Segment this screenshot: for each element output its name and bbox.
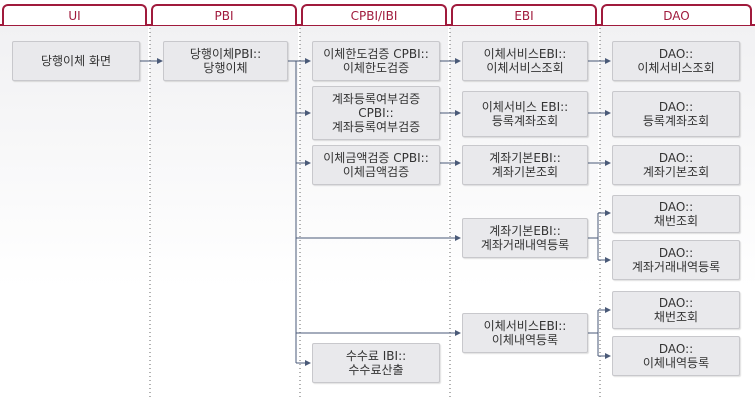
lane-header-ebi: EBI	[451, 4, 597, 25]
cpbi-limit-box: 이체한도검증 CPBI:: 이체한도검증	[312, 41, 440, 81]
pbi-transfer-label: 당행이체PBI:: 당행이체	[189, 47, 262, 75]
lane-header-rule	[0, 24, 755, 26]
lane-header-pbi: PBI	[151, 4, 297, 25]
dao-service-inquiry-label: DAO:: 이체서비스조회	[637, 47, 715, 75]
ebi-account-txn-box: 계좌기본EBI:: 계좌거래내역등록	[462, 218, 588, 258]
ebi-account-basic-label: 계좌기본EBI:: 계좌기본조회	[489, 151, 561, 179]
lane-header-dao: DAO	[601, 4, 752, 25]
pbi-transfer-box: 당행이체PBI:: 당행이체	[163, 41, 288, 81]
lane-ui-area	[0, 26, 148, 400]
dao-seq-2-label: DAO:: 채번조회	[653, 296, 699, 324]
dao-reg-account-label: DAO:: 등록계좌조회	[642, 100, 710, 128]
dao-txn-reg-box: DAO:: 계좌거래내역등록	[612, 240, 740, 280]
cpbi-account-reg-box: 계좌등록여부검증 CPBI:: 계좌등록여부검증	[312, 86, 440, 140]
ui-transfer-screen-label: 당행이체 화면	[40, 54, 112, 68]
cpbi-amount-label: 이체금액검증 CPBI:: 이체금액검증	[323, 151, 429, 179]
dao-seq-2-box: DAO:: 채번조회	[612, 291, 740, 329]
ebi-service-inquiry-box: 이체서비스EBI:: 이체서비스조회	[462, 41, 588, 81]
ebi-transfer-reg-label: 이체서비스EBI:: 이체내역등록	[483, 319, 567, 347]
ebi-service-inquiry-label: 이체서비스EBI:: 이체서비스조회	[483, 47, 567, 75]
ebi-account-txn-label: 계좌기본EBI:: 계좌거래내역등록	[480, 224, 570, 252]
lane-header-cpbi-ibi: CPBI/IBI	[301, 4, 447, 25]
dao-transfer-reg-label: DAO:: 이체내역등록	[642, 342, 710, 370]
ibi-fee-box: 수수료 IBI:: 수수료산출	[312, 343, 440, 383]
ebi-account-basic-box: 계좌기본EBI:: 계좌기본조회	[462, 145, 588, 185]
cpbi-limit-label: 이체한도검증 CPBI:: 이체한도검증	[323, 47, 429, 75]
ebi-reg-account-label: 이체서비스 EBI:: 등록계좌조회	[481, 100, 569, 128]
ibi-fee-label: 수수료 IBI:: 수수료산출	[345, 349, 407, 377]
dao-account-basic-label: DAO:: 계좌기본조회	[642, 151, 710, 179]
dao-service-inquiry-box: DAO:: 이체서비스조회	[612, 41, 740, 81]
ebi-transfer-reg-box: 이체서비스EBI:: 이체내역등록	[462, 313, 588, 353]
ui-transfer-screen-box: 당행이체 화면	[12, 41, 140, 81]
dao-transfer-reg-box: DAO:: 이체내역등록	[612, 336, 740, 376]
dao-account-basic-box: DAO:: 계좌기본조회	[612, 145, 740, 185]
dao-txn-reg-label: DAO:: 계좌거래내역등록	[631, 246, 721, 274]
lane-pbi-area	[150, 26, 298, 400]
dao-seq-1-box: DAO:: 채번조회	[612, 195, 740, 233]
ebi-reg-account-box: 이체서비스 EBI:: 등록계좌조회	[462, 91, 588, 137]
cpbi-account-reg-label: 계좌등록여부검증 CPBI:: 계좌등록여부검증	[331, 92, 421, 134]
dao-reg-account-box: DAO:: 등록계좌조회	[612, 91, 740, 137]
cpbi-amount-box: 이체금액검증 CPBI:: 이체금액검증	[312, 145, 440, 185]
dao-seq-1-label: DAO:: 채번조회	[653, 200, 699, 228]
lane-header-ui: UI	[2, 4, 147, 25]
